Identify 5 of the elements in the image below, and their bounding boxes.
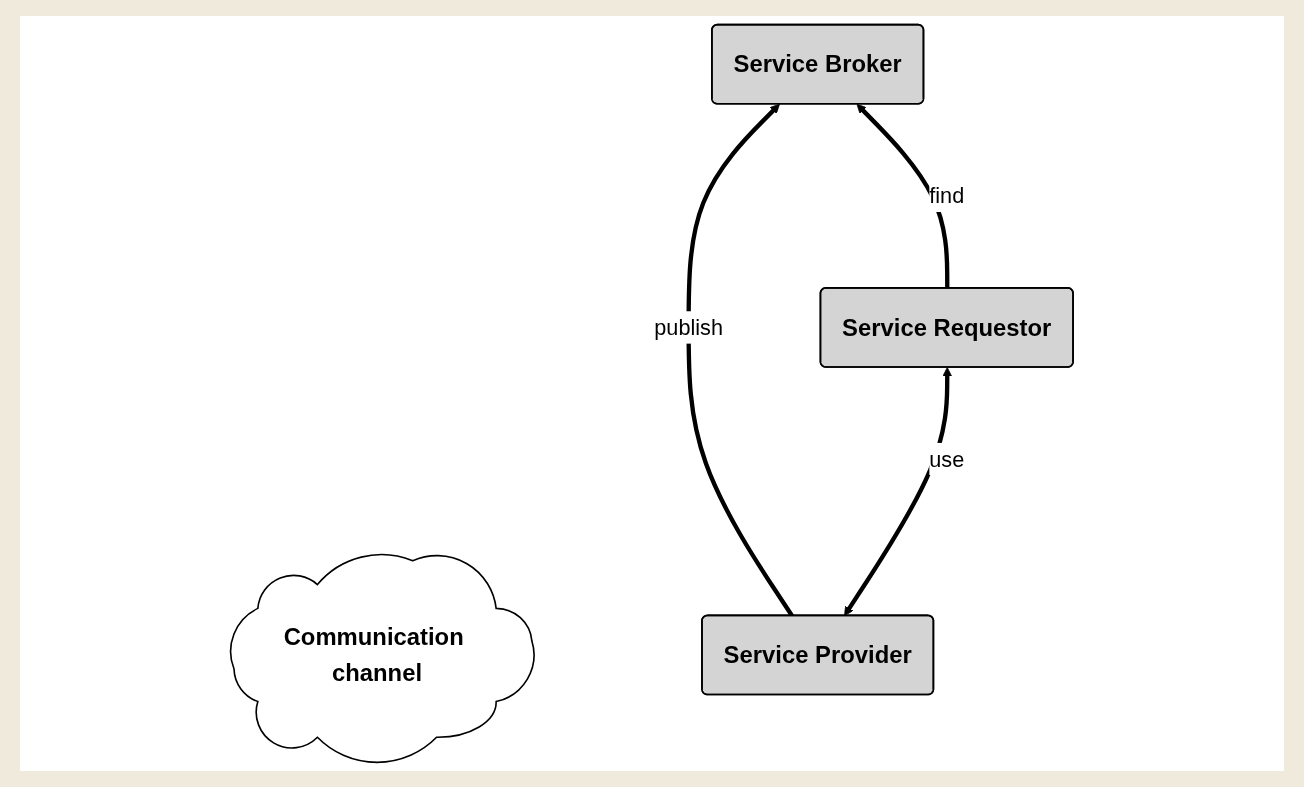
arrow	[856, 103, 950, 289]
arrow	[844, 367, 953, 617]
edge-label: use	[929, 447, 965, 471]
edge-label: find	[929, 183, 965, 208]
edge-label: publish	[654, 315, 724, 340]
